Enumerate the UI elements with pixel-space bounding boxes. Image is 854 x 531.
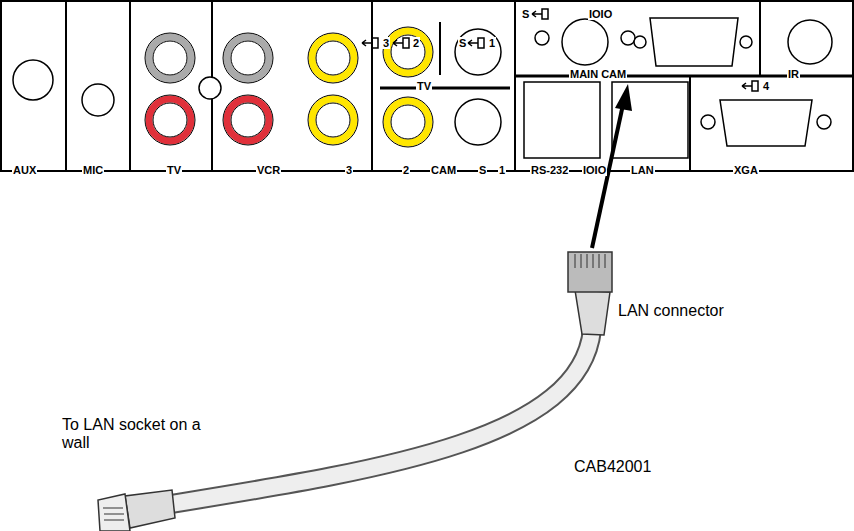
- port-label: VCR: [256, 164, 281, 176]
- port-label: AUX: [12, 164, 37, 176]
- port-label: 4: [762, 80, 770, 92]
- port-label: MAIN CAM: [569, 68, 627, 80]
- port-label: 1: [498, 164, 506, 176]
- callout-label: LAN connector: [618, 302, 724, 320]
- port-label: TV: [166, 164, 182, 176]
- port-label: TV: [416, 80, 432, 92]
- port-label: 1: [488, 37, 496, 49]
- port-label: IR: [787, 68, 800, 80]
- port-label: 3: [382, 37, 390, 49]
- port-label: 3: [345, 164, 353, 176]
- port-label: S: [478, 164, 487, 176]
- port-label: LAN: [630, 164, 655, 176]
- port-label: CAM: [430, 164, 457, 176]
- port-label: 2: [402, 164, 410, 176]
- callout-label: CAB42001: [574, 458, 651, 476]
- port-label: 2: [412, 37, 420, 49]
- port-label: MIC: [82, 164, 104, 176]
- port-label: S: [521, 8, 530, 20]
- port-label: IOIO: [582, 164, 607, 176]
- port-label: IOIO: [588, 8, 613, 20]
- port-label: XGA: [733, 164, 759, 176]
- port-label: S: [458, 37, 467, 49]
- port-label: RS-232: [530, 164, 569, 176]
- callout-label: To LAN socket on a wall: [62, 416, 202, 451]
